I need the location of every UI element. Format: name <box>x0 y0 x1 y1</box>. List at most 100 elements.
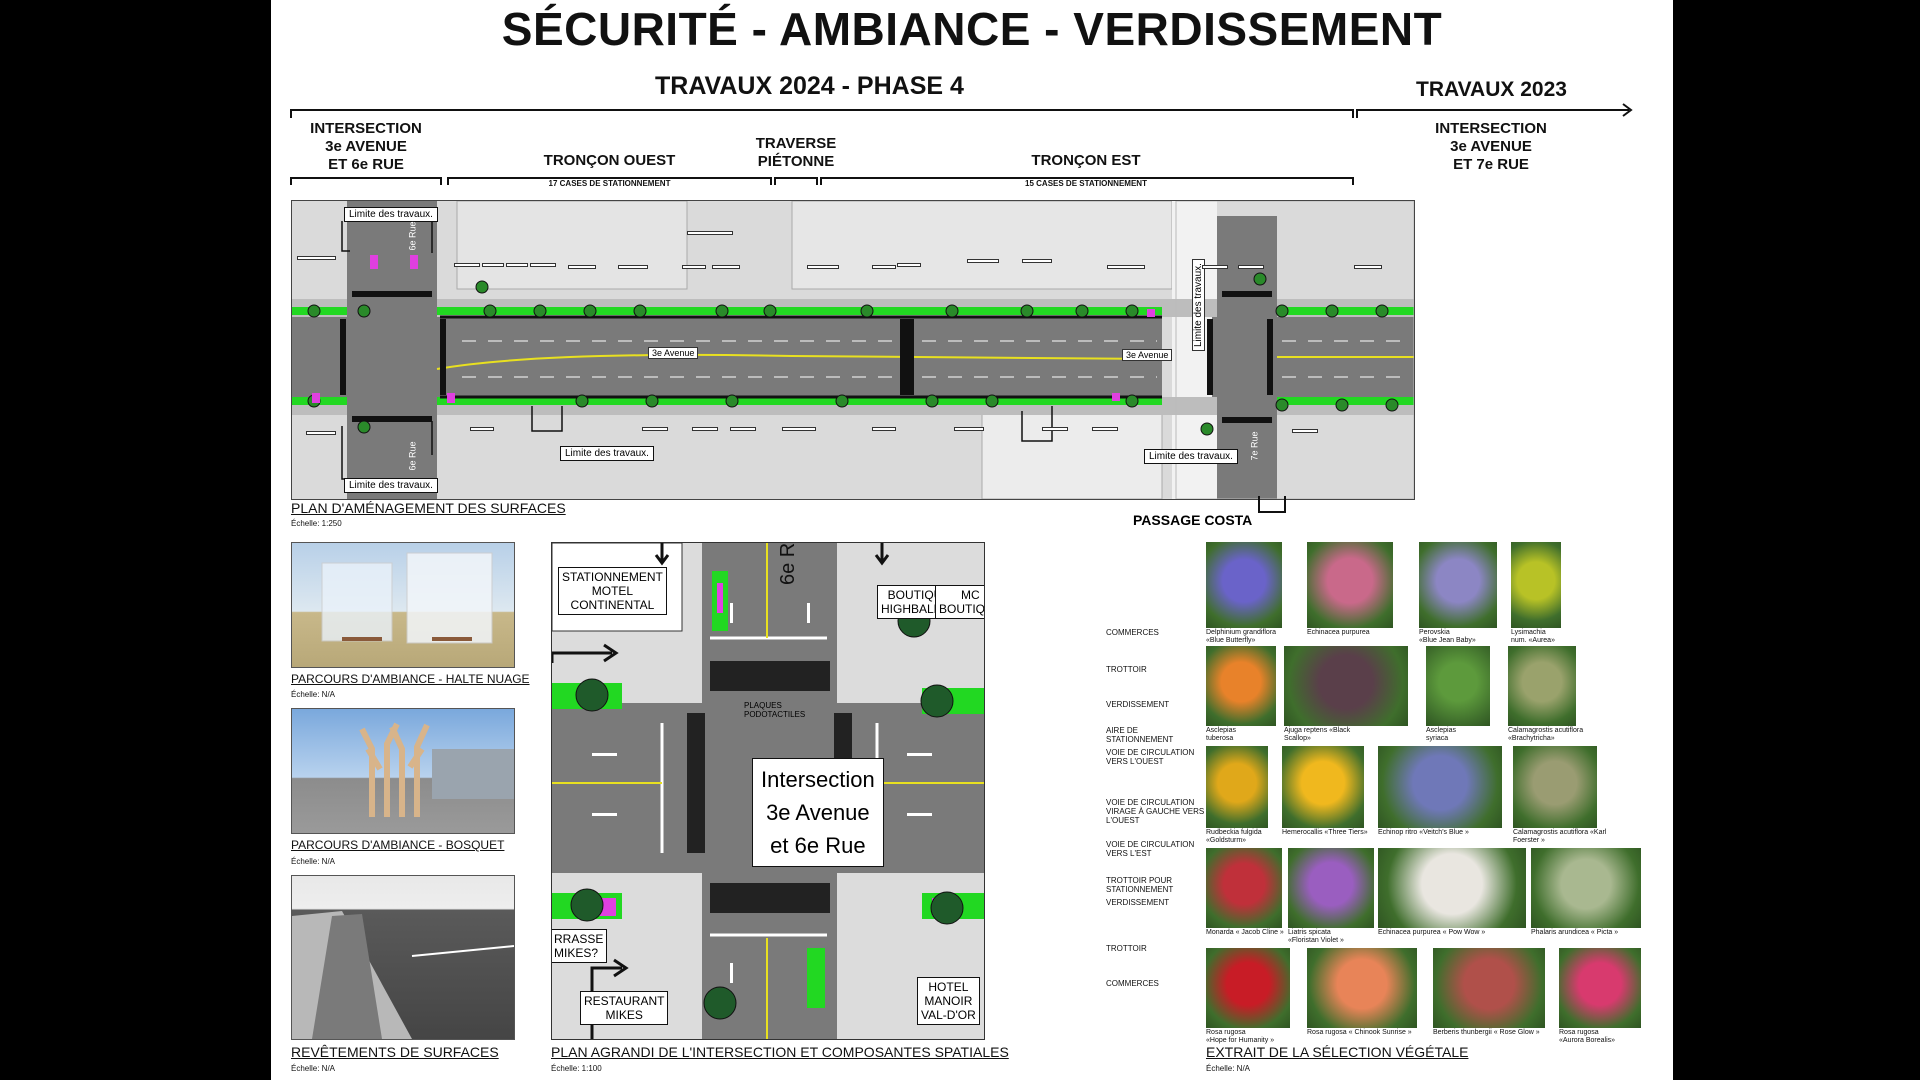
plant-name: Rosa rugosa«Aurora Borealis» <box>1559 1029 1665 1045</box>
plant-name-line: Rosa rugosa <box>1206 1029 1246 1036</box>
plant-name: Phalaris arundicea « Picta » <box>1531 929 1665 937</box>
plant-name-line: Monarda « Jacob Cline » <box>1206 929 1284 936</box>
site-plan-drawing <box>292 201 1414 499</box>
label-line: STATIONNEMENT <box>1106 885 1174 894</box>
shop-block <box>1092 427 1118 431</box>
segment-troncon-est: TRONÇON EST <box>1031 152 1141 169</box>
shop-block <box>730 427 756 431</box>
label-line: CONTINENTAL <box>570 598 655 612</box>
rue6-label-north: 6e Rue <box>407 221 418 251</box>
plant-photo <box>1531 848 1641 928</box>
segment-line: TRAVERSE <box>755 135 837 152</box>
side-label-stationnement: AIRE DE STATIONNEMENT <box>1106 726 1173 744</box>
label-line: Intersection <box>761 767 875 792</box>
photo-caption-2: PARCOURS D'AMBIANCE - BOSQUET <box>291 838 505 852</box>
passage-bracket <box>1258 496 1286 513</box>
shop-block <box>568 265 596 269</box>
plant-photo <box>1508 646 1576 726</box>
label-line: VERS L'EST <box>1106 849 1152 858</box>
plant-name: Rosa rugosa « Chinook Sunrise » <box>1307 1029 1441 1037</box>
plant-photo <box>1307 542 1393 628</box>
label-line: MIKES <box>605 1008 643 1022</box>
plant-name: Berberis thunbergii « Rose Glow » <box>1433 1029 1569 1037</box>
detail-caption: PLAN AGRANDI DE L'INTERSECTION ET COMPOS… <box>551 1044 1009 1060</box>
plant-name-line: Lysimachia <box>1511 629 1546 636</box>
label-line: MANOIR <box>924 994 973 1008</box>
shop-block <box>872 427 896 431</box>
plant-photo <box>1378 746 1502 828</box>
plant-name: Calamagrostis acutiflora«Brachytricha» <box>1508 727 1600 743</box>
phase-brackets <box>290 103 1633 185</box>
rue7-label: 7e Rue <box>1249 431 1260 461</box>
photo-revetements <box>291 875 515 1040</box>
plant-photo <box>1426 646 1490 726</box>
shop-block <box>872 265 896 269</box>
photo-bosquet <box>291 708 515 834</box>
label-line: VOIE DE CIRCULATION <box>1106 840 1195 849</box>
segment-est-parking: 15 CASES DE STATIONNEMENT <box>1025 179 1147 188</box>
terrasse-mikes-label: RRASSE MIKES? <box>552 929 608 963</box>
shop-block <box>1292 429 1318 433</box>
photo-scale-1: Échelle: N/A <box>291 690 336 699</box>
label-line: VERS L'OUEST <box>1106 757 1164 766</box>
bosquet-illustration <box>359 722 514 817</box>
plant-name-line: tuberosa <box>1206 735 1234 742</box>
sheet-title: SÉCURITÉ - AMBIANCE - VERDISSEMENT <box>501 3 1443 55</box>
photo-caption-1: PARCOURS D'AMBIANCE - HALTE NUAGE <box>291 672 530 686</box>
segment-traverse: TRAVERSE PIÉTONNE <box>746 135 846 171</box>
revetement-illustration <box>292 911 514 1039</box>
side-label-verdissement-2: VERDISSEMENT <box>1106 898 1170 907</box>
label-line: TROTTOIR POUR <box>1106 876 1173 885</box>
segment-line: 3e AVENUE <box>1450 138 1532 155</box>
plant-name-line: Echinacea purpurea <box>1307 629 1370 636</box>
plant-name-line: «Goldsturm» <box>1206 837 1247 844</box>
plant-name: Calamagrostis acutiflora «Karl Foerster … <box>1513 829 1621 845</box>
shop-block <box>642 427 668 431</box>
plant-name-line: Ajuga reptens «Black <box>1284 727 1351 734</box>
label-line: 3e Avenue <box>766 800 870 825</box>
label-line: STATIONNEMENT <box>1106 735 1174 744</box>
plant-photo <box>1433 948 1545 1028</box>
shop-block <box>306 431 336 435</box>
side-label-commerces-2: COMMERCES <box>1106 979 1159 988</box>
stationnement-motel-label: STATIONNEMENT MOTEL CONTINENTAL <box>558 567 667 615</box>
plant-photo <box>1513 746 1597 828</box>
shop-block <box>1202 265 1228 269</box>
shop-block <box>470 427 494 431</box>
segment-ouest-parking: 17 CASES DE STATIONNEMENT <box>548 179 671 188</box>
plant-name-line: Phalaris arundicea « Picta » <box>1531 929 1619 936</box>
photo-caption-3: REVÊTEMENTS DE SURFACES <box>291 1044 499 1060</box>
side-label-voie-ouest: VOIE DE CIRCULATION VERS L'OUEST <box>1106 748 1194 766</box>
site-plan: Limite des travaux. Limite des travaux. … <box>291 200 1415 500</box>
intersection-center-label: Intersection 3e Avenue et 6e Rue <box>752 758 884 867</box>
shop-block <box>712 265 740 269</box>
plant-name-line: num. «Aurea» <box>1511 637 1555 644</box>
shop-block <box>954 427 984 431</box>
limite-callout-1: Limite des travaux. <box>344 207 438 222</box>
phase-2023-title: TRAVAUX 2023 <box>1416 78 1567 101</box>
mc-boutique-label: MC BOUTIQUE <box>935 585 984 619</box>
label-line: VOIE DE CIRCULATION <box>1106 798 1195 807</box>
plant-name: Liatris spicata«Floristan Violet » <box>1288 929 1398 945</box>
plant-name: Hemerocallis «Three Tiers» <box>1282 829 1388 837</box>
label-line: HOTEL <box>928 980 969 994</box>
shop-block <box>618 265 648 269</box>
plant-name-line: Rudbeckia fulgida <box>1206 829 1262 836</box>
shop-block <box>1042 427 1068 431</box>
plant-photo <box>1307 948 1417 1028</box>
segment-intersection-7e: INTERSECTION 3e AVENUE ET 7e RUE <box>1421 120 1561 174</box>
label-line: et 6e Rue <box>770 833 866 858</box>
label-line: L'OUEST <box>1106 816 1140 825</box>
plant-photo <box>1206 542 1282 628</box>
photo-scale-2: Échelle: N/A <box>291 857 336 866</box>
plant-photo <box>1559 948 1641 1028</box>
side-label-trottoir-2: TROTTOIR <box>1106 944 1147 953</box>
shop-block <box>692 427 718 431</box>
limite-callout-3: Limite des travaux. <box>560 446 654 461</box>
label-line: MOTEL <box>591 584 634 598</box>
plant-name-line: Scallop» <box>1284 735 1311 742</box>
plant-name-line: «Blue Butterfly» <box>1206 637 1256 644</box>
avenue-label-west: 3e Avenue <box>648 347 699 359</box>
plant-name: Rudbeckia fulgida«Goldsturm» <box>1206 829 1292 845</box>
